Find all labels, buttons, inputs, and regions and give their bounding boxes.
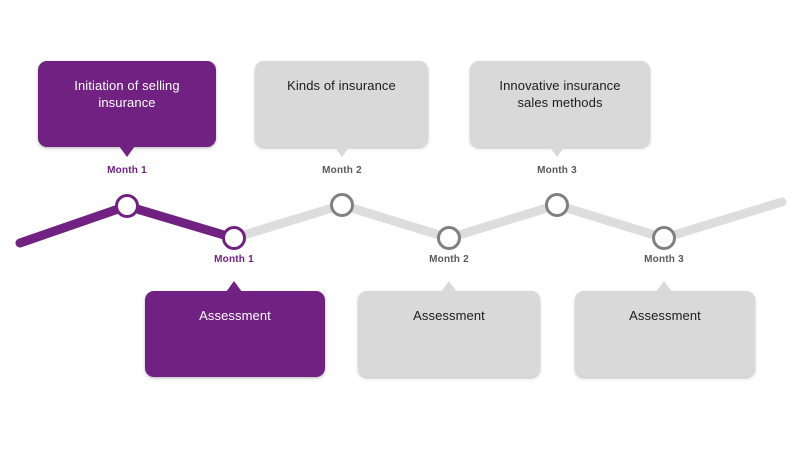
timeline-node-node-month-1-peak[interactable] xyxy=(115,194,139,218)
timeline-node-node-month-3[interactable] xyxy=(652,226,676,250)
milestone-month-label-3: Month 3 xyxy=(537,165,577,176)
milestone-card-initiation-of-selling-insurance[interactable]: Initiation of selling insurance xyxy=(38,61,216,147)
milestone-card-innovative-insurance-sales-methods[interactable]: Innovative insurance sales methods xyxy=(470,61,650,147)
timeline-node-node-month-2[interactable] xyxy=(437,226,461,250)
assessment-card-pointer-icon xyxy=(656,281,672,292)
assessment-card-label: Assessment xyxy=(199,308,271,323)
timeline-month-label-2: Month 2 xyxy=(429,254,469,265)
timeline-node-node-month-1[interactable] xyxy=(222,226,246,250)
milestone-card-pointer-icon xyxy=(119,146,135,157)
milestone-month-label-1: Month 1 xyxy=(107,165,147,176)
milestone-card-pointer-icon xyxy=(334,146,350,157)
timeline-line-remaining xyxy=(229,197,787,243)
timeline-node-node-peak-3[interactable] xyxy=(545,193,569,217)
timeline-node-node-peak-2[interactable] xyxy=(330,193,354,217)
milestone-card-label: Initiation of selling insurance xyxy=(74,78,180,110)
milestone-card-label: Kinds of insurance xyxy=(287,78,396,93)
assessment-card-1[interactable]: Assessment xyxy=(145,291,325,377)
assessment-card-label: Assessment xyxy=(413,308,485,323)
timeline-month-label-1: Month 1 xyxy=(214,254,254,265)
assessment-card-3[interactable]: Assessment xyxy=(575,291,755,377)
milestone-card-label: Innovative insurance sales methods xyxy=(499,78,621,110)
assessment-card-label: Assessment xyxy=(629,308,701,323)
timeline-month-label-3: Month 3 xyxy=(644,254,684,265)
assessment-card-pointer-icon xyxy=(441,281,457,292)
milestone-card-kinds-of-insurance[interactable]: Kinds of insurance xyxy=(255,61,428,147)
milestone-card-pointer-icon xyxy=(549,146,565,157)
milestone-month-label-2: Month 2 xyxy=(322,165,362,176)
assessment-card-2[interactable]: Assessment xyxy=(358,291,540,377)
timeline-node-group xyxy=(115,193,676,250)
assessment-card-pointer-icon xyxy=(226,281,242,292)
